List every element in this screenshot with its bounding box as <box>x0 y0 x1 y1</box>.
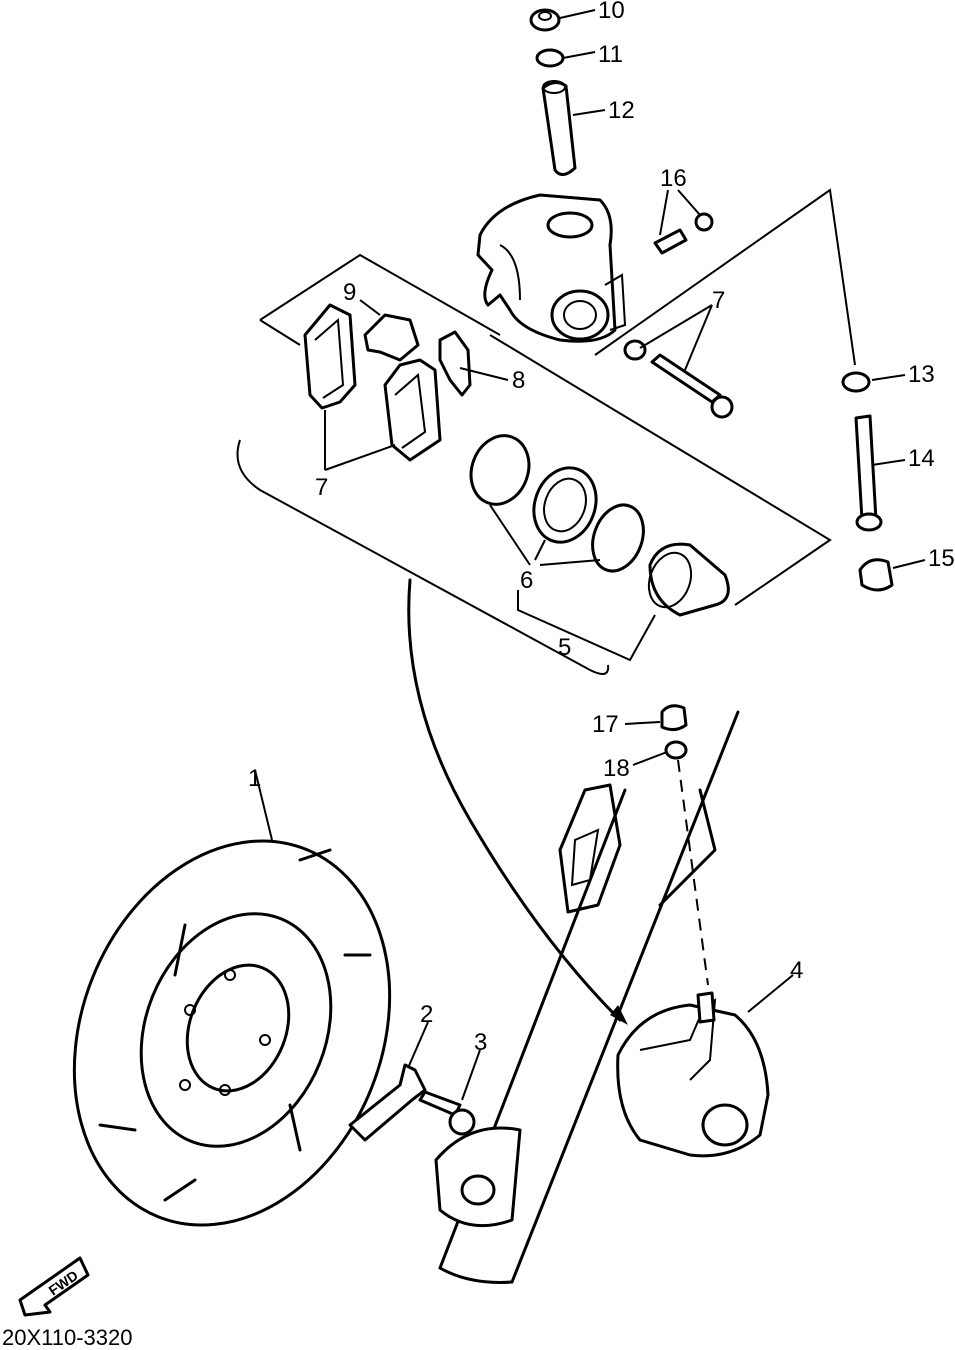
label-6: 6 <box>520 567 533 594</box>
label-2: 2 <box>420 1001 433 1028</box>
label-7-right: 7 <box>712 287 725 314</box>
label-5: 5 <box>558 634 571 661</box>
part-5-piston <box>647 542 730 617</box>
label-1: 1 <box>248 765 261 792</box>
part-3-bolt <box>418 1090 476 1136</box>
part-labels: 10 11 12 16 7 9 8 7 6 5 13 14 15 17 18 1… <box>248 0 955 1056</box>
caliper-kit-outline <box>236 188 856 675</box>
caliper-bracket <box>476 193 627 343</box>
part-11-washer <box>535 48 565 68</box>
part-13-15-stack <box>841 371 894 592</box>
part-7-brake-pads <box>303 303 442 462</box>
label-9: 9 <box>343 279 356 306</box>
label-12: 12 <box>608 97 635 124</box>
part-4-caliper <box>616 991 770 1158</box>
diagram-code: 20X110-3320 <box>2 1325 133 1350</box>
leader-lines <box>254 9 926 1101</box>
label-11: 11 <box>598 41 623 68</box>
label-15: 15 <box>928 545 955 572</box>
part-17-18 <box>660 704 709 986</box>
part-16-bleed-screw <box>653 212 714 255</box>
label-10: 10 <box>598 0 625 24</box>
label-13: 13 <box>908 361 935 388</box>
label-8: 8 <box>512 367 525 394</box>
label-3: 3 <box>474 1029 487 1056</box>
brake-hose <box>407 578 622 1022</box>
part-12-pin <box>541 80 577 176</box>
part-8-support <box>438 330 472 397</box>
brake-disc <box>72 839 392 1227</box>
label-18: 18 <box>603 755 630 782</box>
label-16: 16 <box>660 165 687 192</box>
label-17: 17 <box>592 711 619 738</box>
part-7-bolt <box>623 339 734 419</box>
part-10-nut <box>529 8 561 32</box>
fork-leg <box>434 710 740 1284</box>
label-14: 14 <box>908 445 935 472</box>
label-4: 4 <box>790 957 803 984</box>
part-6-seals <box>469 434 645 573</box>
part-9-spring <box>363 313 420 362</box>
label-7-left: 7 <box>315 474 328 501</box>
part-2-plate <box>348 1063 427 1142</box>
fwd-arrow-icon: FWD <box>18 1256 90 1317</box>
